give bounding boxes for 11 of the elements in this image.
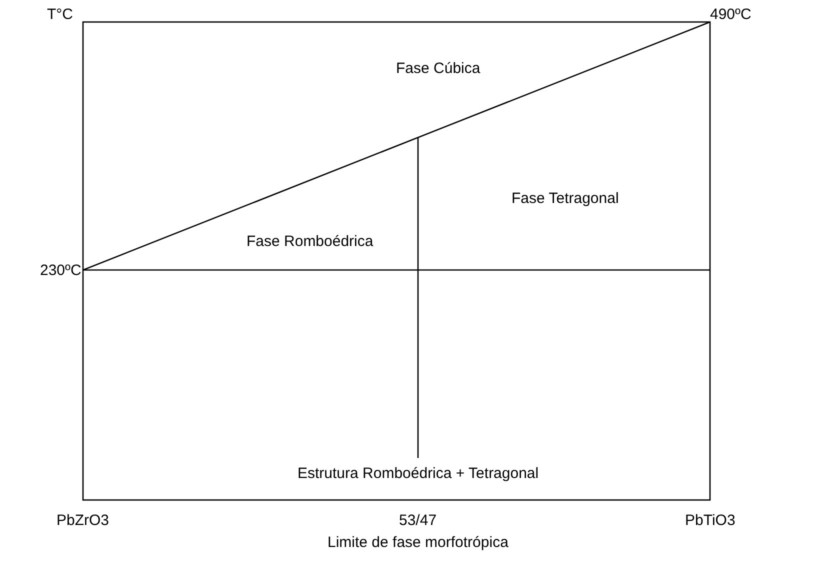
region-label: Fase Tetragonal	[512, 190, 619, 208]
tick-label: 53/47	[399, 512, 437, 530]
tick-label: PbZrO3	[56, 512, 110, 530]
tick-label: PbTiO3	[685, 512, 736, 530]
region-label: Estrutura Romboédrica + Tetragonal	[298, 465, 539, 483]
axis-label: T°C	[47, 6, 73, 24]
region-label: Fase Cúbica	[396, 60, 480, 78]
region-label: Fase Romboédrica	[246, 233, 374, 251]
axis-title: Limite de fase morfotrópica	[328, 534, 508, 552]
tick-label: 490ºC	[710, 6, 752, 24]
tick-label: 230ºC	[40, 262, 82, 280]
